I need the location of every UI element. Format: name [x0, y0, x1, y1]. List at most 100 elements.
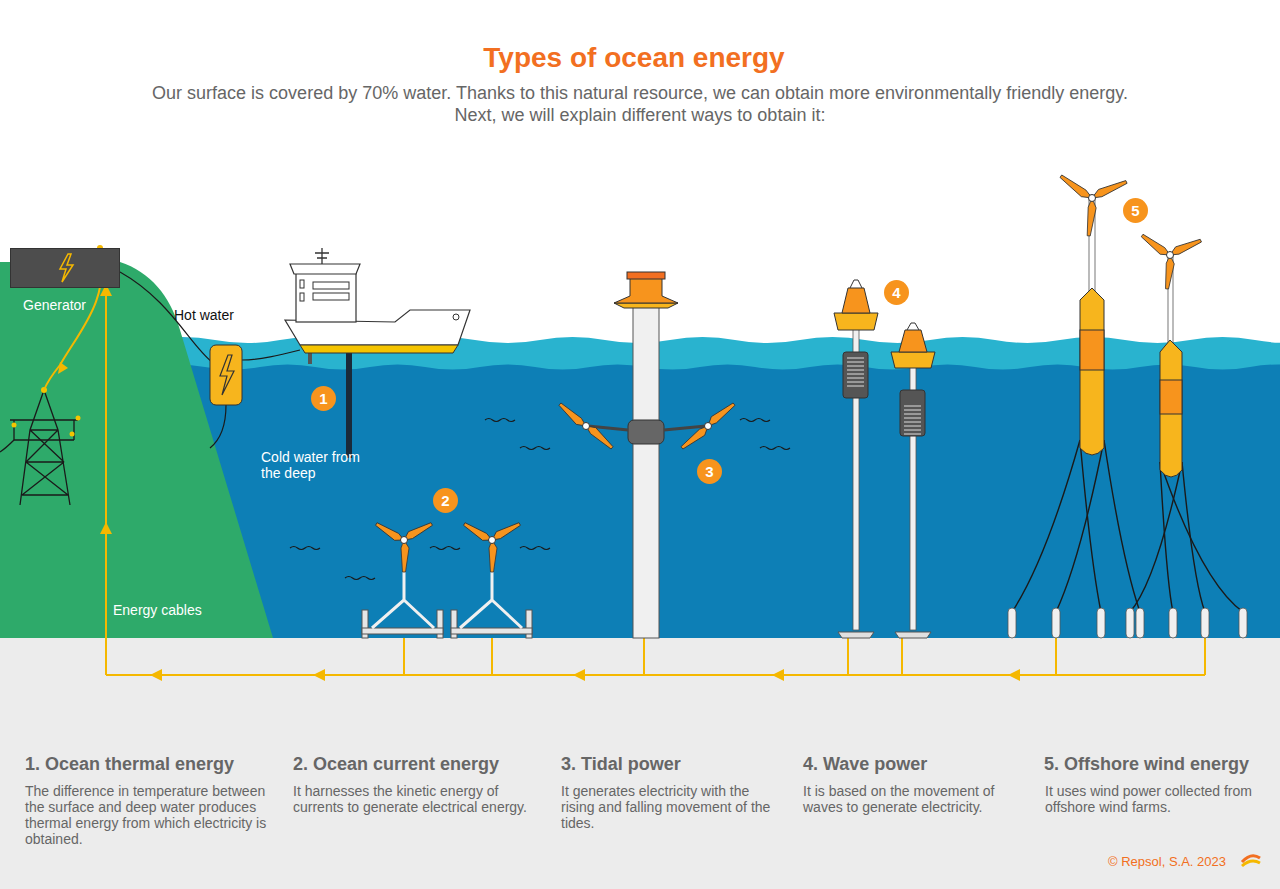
mooring-line: [1104, 440, 1140, 612]
callout-number: 1: [311, 386, 336, 411]
tidal-structure: [614, 303, 678, 308]
turbine-rotor: [402, 520, 434, 543]
wave-buoy: [900, 390, 925, 436]
ship: [290, 264, 360, 274]
wave-buoy: [842, 288, 870, 313]
thermal-cable: [242, 350, 300, 360]
thermal-converter: [210, 345, 242, 405]
cable-arrow: [58, 362, 68, 374]
energy-description: It uses wind power collected from offsho…: [1045, 783, 1270, 815]
water-label: Cold water from the deep: [261, 449, 361, 481]
floating-wind-tower: [1080, 288, 1104, 455]
energy-cable: [106, 674, 1205, 676]
tidal-structure: [614, 272, 678, 638]
floating-wind-tower: [1080, 195, 1182, 477]
mooring-line: [1130, 462, 1182, 612]
ship: [296, 272, 356, 322]
wave-buoy: [834, 313, 878, 330]
buoy-grille: [904, 422, 921, 423]
cable-arrow: [100, 522, 112, 534]
seabed-ground: [0, 638, 1280, 889]
tidal-structure: [614, 278, 678, 303]
cable-arrow: [313, 669, 325, 681]
turbine-rotor: [374, 520, 433, 572]
cable-arrow: [573, 669, 585, 681]
turbine-rotor: [401, 540, 409, 572]
turbine-rotor: [1086, 198, 1097, 237]
current-turbine-base: [451, 628, 532, 634]
ship: [313, 282, 349, 289]
tidal-structure: [627, 272, 665, 279]
callout-text: 3: [705, 463, 713, 480]
mooring-anchor: [1097, 608, 1105, 638]
thermal-cable: [210, 405, 226, 448]
floating-wind-tower: [1160, 340, 1182, 477]
wave-buoy: [895, 632, 931, 638]
turbine-rotor: [489, 540, 497, 572]
turbine-rotor: [680, 400, 736, 451]
mooring-anchor: [1239, 608, 1247, 638]
lightning-icon: [60, 254, 73, 282]
turbine-rotor: [1089, 195, 1096, 202]
cable-label: Energy cables: [113, 602, 223, 618]
energy-heading: 3. Tidal power: [561, 754, 781, 775]
energy-cable: [44, 248, 1205, 675]
turbine-rotor: [1167, 252, 1174, 259]
energy-description: It generates electricity with the rising…: [561, 783, 779, 831]
buoy-grille: [847, 362, 864, 363]
pylon-joints: [70, 432, 75, 437]
ship: [300, 280, 304, 288]
wave-buoy: [838, 632, 874, 638]
tidal-structure: [633, 306, 659, 638]
turbine-rotor: [705, 423, 712, 430]
mooring-line: [1012, 440, 1080, 612]
callout-number: 3: [697, 459, 722, 484]
power-pylon: [0, 440, 14, 452]
pylon-joints: [12, 387, 81, 437]
copyright: © Repsol, S.A. 2023: [1108, 854, 1238, 869]
energy-heading: 5. Offshore wind energy: [1044, 754, 1274, 775]
deep-sea: [150, 365, 1280, 639]
power-pylon: [20, 390, 70, 505]
mooring-anchor: [1201, 608, 1209, 638]
turbine-rotor: [489, 537, 496, 544]
current-waves: [485, 419, 515, 422]
turbine-rotor: [401, 537, 408, 544]
energy-heading: 1. Ocean thermal energy: [25, 754, 275, 775]
buoy-grille: [847, 386, 864, 387]
turbine-rotor: [374, 174, 1202, 572]
current-waves: [345, 577, 375, 580]
turbine-rotor: [1139, 233, 1202, 289]
callout-number: 5: [1123, 198, 1148, 223]
callout-number: 4: [884, 280, 909, 305]
mooring-anchor: [1169, 608, 1177, 638]
thermal-cable: [120, 272, 300, 448]
callout-text: 5: [1131, 202, 1139, 219]
ship: [285, 248, 470, 458]
current-waves: [290, 419, 790, 580]
subtitle: Our surface is covered by 70% water. Tha…: [130, 82, 1150, 126]
buoy-grille: [847, 382, 864, 383]
mooring-anchor: [1126, 608, 1134, 638]
land: [0, 262, 273, 638]
ship: [313, 293, 349, 300]
power-pylon: [10, 420, 78, 440]
ship: [300, 293, 304, 301]
buoy-grille: [847, 378, 864, 379]
cable-arrow: [1008, 669, 1020, 681]
buoy-grille: [904, 406, 921, 407]
wave-buoy: [850, 280, 862, 288]
buoy-grille: [847, 374, 864, 375]
turbine-rotor: [557, 402, 616, 450]
repsol-logo: [1242, 856, 1260, 866]
buoy-grille: [904, 418, 921, 419]
mooring-line: [1160, 462, 1243, 612]
turbine-rotor: [628, 420, 664, 444]
generator-label: Generator: [23, 297, 86, 313]
wave-buoy: [891, 352, 935, 368]
current-waves: [740, 419, 770, 422]
wave-buoy: [899, 330, 927, 352]
current-waves: [430, 547, 460, 550]
ship: [453, 314, 459, 320]
pylon-joints: [12, 423, 17, 428]
